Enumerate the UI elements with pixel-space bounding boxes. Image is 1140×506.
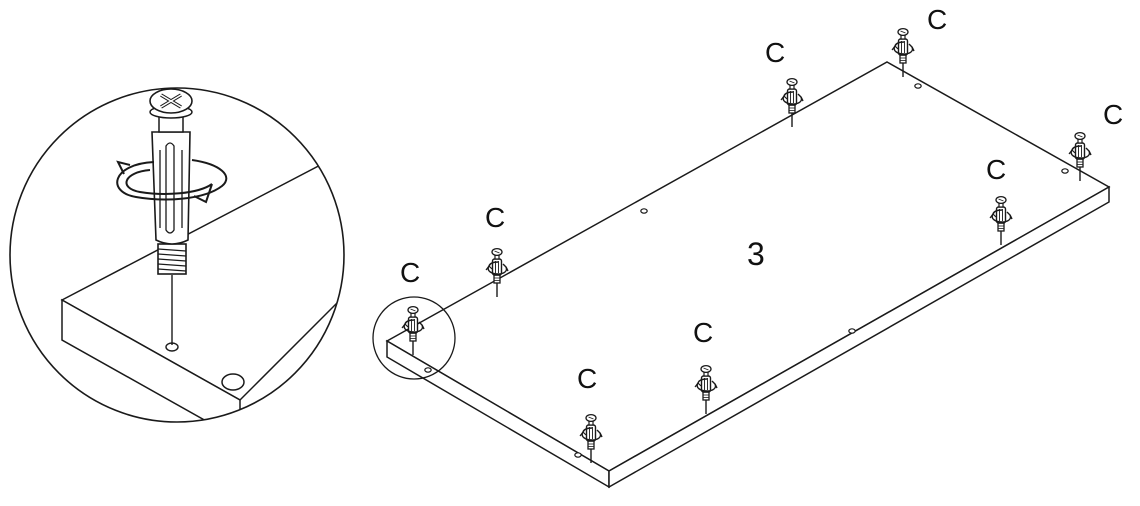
hole: [574, 452, 582, 458]
part-label-c: C: [577, 363, 597, 394]
detail-panel-front: [61, 298, 241, 422]
hole: [640, 208, 648, 214]
hole: [914, 83, 922, 89]
part-label-c: C: [400, 257, 420, 288]
part-label-c: C: [693, 317, 713, 348]
rotation-arrow-icon: [116, 159, 228, 204]
panel-holes: [424, 83, 1069, 458]
part-label-c: C: [765, 37, 785, 68]
detail-view: [9, 87, 345, 423]
panel-side-edge: [608, 185, 1110, 489]
part-label-c: C: [927, 4, 947, 35]
detail-circle-border: [9, 87, 345, 423]
hole: [424, 367, 432, 373]
panel-3: [385, 27, 1111, 489]
detail-callout-circle: [372, 296, 456, 380]
hole: [1061, 168, 1069, 174]
detail-cam-hole: [221, 373, 245, 391]
part-label-c: C: [485, 202, 505, 233]
detail-cam-bolt: [116, 88, 228, 275]
hole: [848, 328, 856, 334]
part-label-c: C: [986, 154, 1006, 185]
part-labels: C C C C C C C C: [400, 4, 1123, 394]
panel-number: 3: [747, 236, 765, 272]
part-label-c: C: [1103, 99, 1123, 130]
